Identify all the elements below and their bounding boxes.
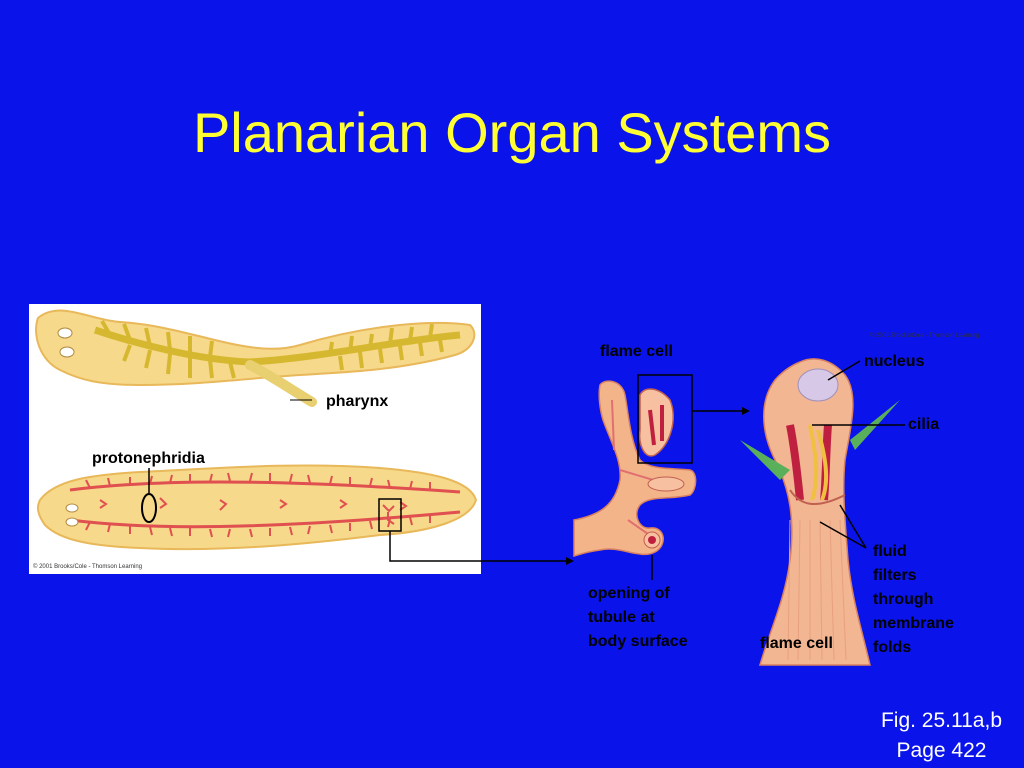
label-opening-line2: tubule at	[588, 609, 655, 626]
enlarged-flame-cell-illustration	[740, 358, 905, 666]
figure-reference: Fig. 25.11a,b	[880, 709, 1002, 732]
label-flame-cell-bottom: flame cell	[760, 635, 833, 652]
label-opening-line1: opening of	[588, 585, 670, 602]
planarian-digestive-system	[35, 309, 476, 407]
label-fluid-line2: filters	[873, 567, 917, 584]
planarian-excretory-system	[36, 399, 478, 551]
copyright-right: © 2001 Brooks/Cole - Thomson Learning	[870, 333, 980, 339]
label-pharynx: pharynx	[326, 393, 389, 410]
label-cilia: cilia	[908, 416, 940, 433]
label-fluid-line1: fluid	[873, 543, 907, 560]
connector-arrow-left	[389, 531, 566, 562]
flame-cell-tubule-illustration	[573, 374, 697, 580]
label-opening-line3: body surface	[588, 633, 688, 650]
label-flame-cell-top: flame cell	[600, 343, 673, 360]
label-fluid-line4: membrane	[873, 615, 954, 632]
label-protonephridia: protonephridia	[92, 450, 205, 467]
label-fluid-line3: through	[873, 591, 934, 608]
label-fluid-line5: folds	[873, 639, 912, 656]
page-reference: Page 422	[896, 739, 987, 762]
slide-title: Planarian Organ Systems	[192, 101, 832, 164]
figure-caption: Fig. 25.11a,b Page 422	[881, 706, 1002, 766]
copyright-left: © 2001 Brooks/Cole - Thomson Learning	[33, 564, 143, 570]
zoom-box-middle	[637, 374, 693, 464]
label-nucleus: nucleus	[864, 353, 925, 370]
